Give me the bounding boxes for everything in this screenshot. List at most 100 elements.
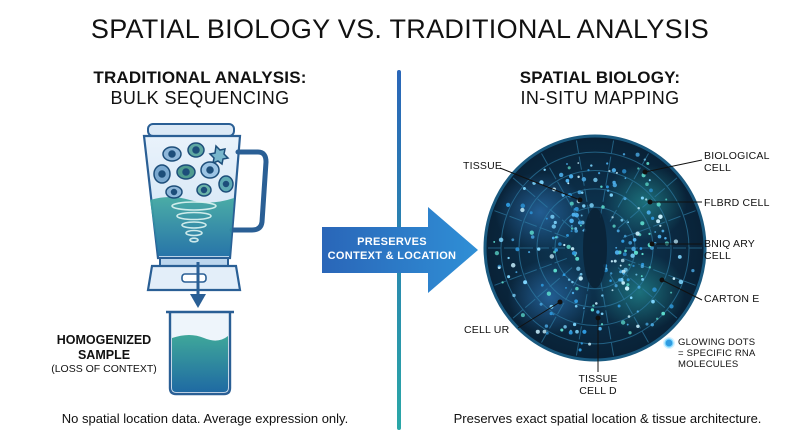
legend: GLOWING DOTS = SPECIFIC RNA MOLECULES xyxy=(678,337,756,370)
rna-dot xyxy=(552,313,555,316)
cell-wall xyxy=(565,288,573,301)
cell-wall xyxy=(638,226,651,233)
rna-dot xyxy=(530,235,535,239)
label-biological-cell-line2: CELL xyxy=(704,162,732,174)
rna-dot xyxy=(520,313,525,318)
rna-dot xyxy=(575,286,579,291)
label-flbrd-cell: FLBRD CELL xyxy=(704,197,770,209)
rna-dot xyxy=(600,185,603,188)
cell-wall xyxy=(578,326,582,340)
rna-dot xyxy=(501,281,504,284)
preserves-arrow xyxy=(322,207,478,293)
cell-wall xyxy=(524,221,537,227)
rna-dot xyxy=(623,197,627,201)
rna-dot xyxy=(622,169,627,174)
rna-dot xyxy=(569,218,574,224)
rna-dot xyxy=(543,168,546,171)
rna-dot xyxy=(626,278,630,282)
cell-wall xyxy=(633,167,641,180)
cell-wall xyxy=(549,208,561,219)
cell-wall xyxy=(608,326,612,340)
rna-dot xyxy=(589,203,594,208)
rna-dot xyxy=(578,348,582,352)
cell-wall xyxy=(638,263,651,270)
rna-dot xyxy=(494,250,500,256)
cell-wall xyxy=(494,210,507,216)
rna-dot xyxy=(493,240,496,243)
rna-dot xyxy=(579,224,582,227)
rna-dot xyxy=(567,182,570,185)
label-tissue: TISSUE xyxy=(463,160,503,172)
rna-dot xyxy=(578,276,583,281)
rna-dot xyxy=(498,237,504,243)
label-bniqary-cell: BNIQ ARY CELL xyxy=(704,238,755,262)
rna-dot xyxy=(622,272,625,275)
cell-wall xyxy=(602,188,606,202)
rna-dot xyxy=(549,254,555,259)
rna-dot xyxy=(610,260,614,263)
rna-dot xyxy=(646,210,651,215)
label-tissue-cell-d-line1: TISSUE xyxy=(578,373,618,385)
rna-dot xyxy=(577,162,580,164)
rna-dot xyxy=(590,164,593,167)
cell-wall xyxy=(575,342,580,356)
rna-dot xyxy=(656,219,661,224)
rna-dot xyxy=(609,193,613,197)
rna-dot xyxy=(574,299,578,304)
cell-wall xyxy=(605,172,609,186)
label-biological-cell-line1: BIOLOGICAL xyxy=(704,150,770,162)
rna-dot xyxy=(590,308,595,312)
rna-dot xyxy=(520,207,525,213)
rna-dot xyxy=(620,320,626,325)
rna-dot xyxy=(598,326,602,331)
cell-wall xyxy=(524,298,536,309)
cell-wall xyxy=(565,195,573,208)
cell-wall xyxy=(557,181,565,194)
rna-dot xyxy=(523,280,528,285)
rna-dot xyxy=(571,280,574,284)
rna-dot xyxy=(612,182,617,188)
rna-dot xyxy=(512,293,516,298)
cell-wall xyxy=(623,257,636,264)
cell-wall xyxy=(509,215,522,222)
label-tissue-cell-d-line2: CELL D xyxy=(579,385,617,397)
rna-dot xyxy=(546,291,552,296)
spatial-heading: SPATIAL BIOLOGY: IN-SITU MAPPING xyxy=(440,68,760,109)
rna-dot xyxy=(610,272,613,275)
rna-dot xyxy=(545,217,548,220)
rna-dot xyxy=(615,171,618,174)
homogenized-label: HOMOGENIZED SAMPLE (LOSS OF CONTEXT) xyxy=(44,333,164,376)
rna-dot xyxy=(553,268,558,273)
rna-dot xyxy=(616,229,620,233)
legend-line3: MOLECULES xyxy=(678,359,739,370)
cell-wall xyxy=(605,310,609,324)
rna-dot xyxy=(529,211,533,215)
rna-dot xyxy=(648,179,651,182)
rna-dot xyxy=(535,329,540,334)
rna-dot xyxy=(628,331,632,335)
cell-ring xyxy=(500,151,690,345)
rna-dot xyxy=(617,304,621,308)
rna-dot xyxy=(574,304,578,308)
rna-dot xyxy=(661,311,666,316)
rna-dot xyxy=(670,291,673,294)
rna-dot xyxy=(581,177,587,182)
rna-dot xyxy=(606,189,610,192)
rna-dot xyxy=(575,329,579,334)
rna-dot xyxy=(631,246,636,252)
rna-dot xyxy=(609,279,612,282)
rna-dot xyxy=(511,238,515,242)
cell-wall xyxy=(549,316,557,329)
rna-dot xyxy=(539,180,544,185)
label-bniqary-line1: BNIQ ARY xyxy=(704,238,756,250)
traditional-caption: No spatial location data. Average expres… xyxy=(61,411,349,426)
rna-dot xyxy=(629,296,633,299)
spatial-heading-bold: SPATIAL BIOLOGY: xyxy=(519,68,681,87)
rna-dot xyxy=(659,224,662,227)
rna-dot xyxy=(669,304,674,309)
rna-dot xyxy=(564,286,568,289)
rna-dot xyxy=(615,246,618,249)
cell-wall xyxy=(629,277,641,288)
cell-wall xyxy=(524,269,537,275)
homogenized-line2: SAMPLE xyxy=(77,348,131,362)
